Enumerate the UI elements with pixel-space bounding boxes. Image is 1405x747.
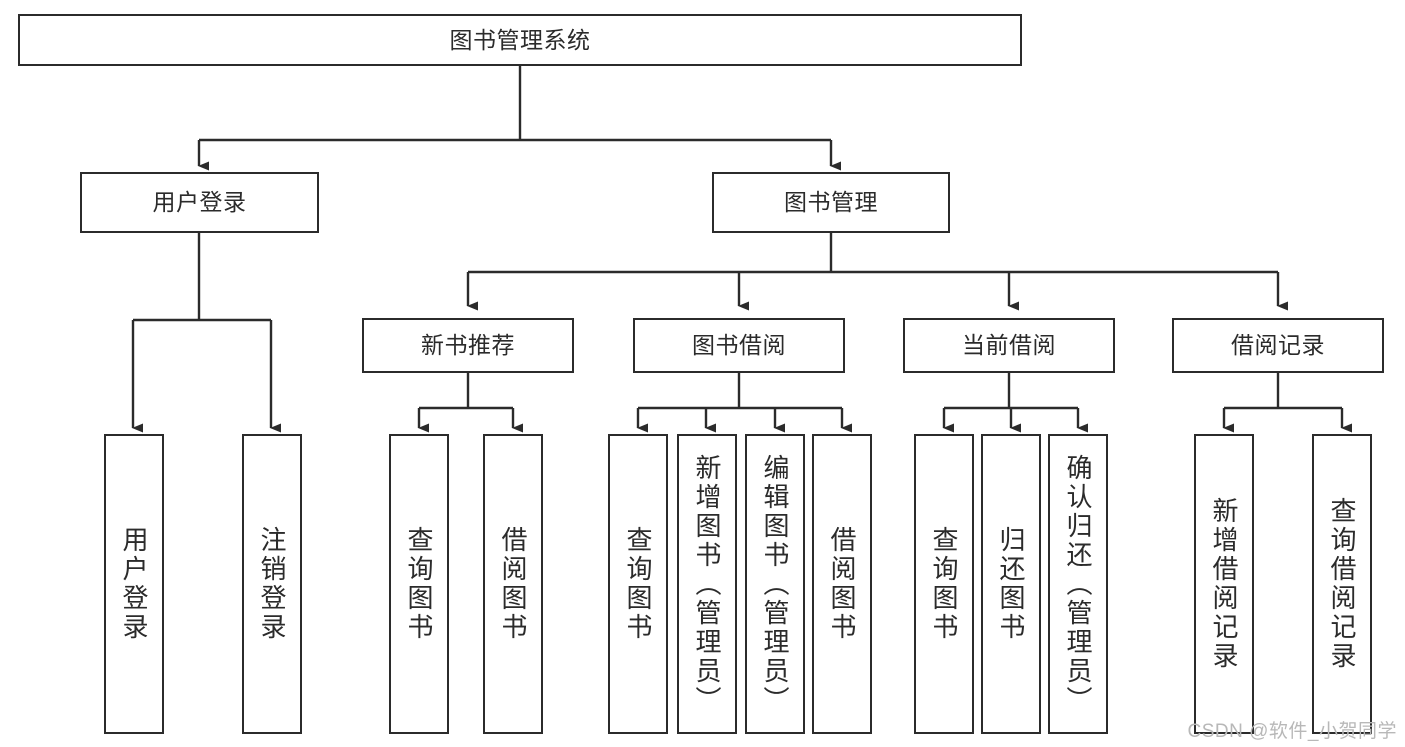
leaf-borrow-book-recommend[interactable]: 借阅图书	[483, 434, 543, 734]
node-book-borrow[interactable]: 图书借阅	[633, 318, 845, 373]
node-label: 新增借阅记录	[1209, 497, 1240, 671]
node-label: 确认归还（管理员）	[1063, 453, 1094, 715]
leaf-return-book[interactable]: 归还图书	[981, 434, 1041, 734]
node-label: 归还图书	[996, 526, 1027, 642]
watermark: CSDN @软件_小贺同学	[1187, 721, 1397, 742]
node-label: 查询图书	[929, 526, 960, 642]
node-current-borrow[interactable]: 当前借阅	[903, 318, 1115, 373]
node-label: 注销登录	[257, 526, 288, 642]
node-label: 图书管理系统	[449, 26, 591, 53]
node-label: 用户登录	[152, 189, 247, 216]
node-label: 用户登录	[119, 526, 150, 642]
node-label: 查询图书	[404, 526, 435, 642]
leaf-add-borrow-record[interactable]: 新增借阅记录	[1194, 434, 1254, 734]
node-label: 借阅图书	[498, 526, 529, 642]
node-new-book-recommend[interactable]: 新书推荐	[362, 318, 574, 373]
node-borrow-record[interactable]: 借阅记录	[1172, 318, 1384, 373]
node-label: 新书推荐	[421, 332, 515, 359]
node-user-login[interactable]: 用户登录	[80, 172, 319, 233]
node-label: 新增图书（管理员）	[692, 453, 723, 715]
node-root-system[interactable]: 图书管理系统	[18, 14, 1022, 66]
leaf-query-book-current[interactable]: 查询图书	[914, 434, 974, 734]
leaf-logout[interactable]: 注销登录	[242, 434, 302, 734]
node-label: 当前借阅	[962, 332, 1056, 359]
leaf-query-book-borrow[interactable]: 查询图书	[608, 434, 668, 734]
leaf-query-borrow-record[interactable]: 查询借阅记录	[1312, 434, 1372, 734]
leaf-user-login[interactable]: 用户登录	[104, 434, 164, 734]
node-label: 借阅记录	[1231, 332, 1325, 359]
node-label: 查询借阅记录	[1327, 497, 1358, 671]
node-label: 图书借阅	[692, 332, 786, 359]
leaf-edit-book-admin[interactable]: 编辑图书（管理员）	[745, 434, 805, 734]
node-book-management[interactable]: 图书管理	[712, 172, 950, 233]
leaf-add-book-admin[interactable]: 新增图书（管理员）	[677, 434, 737, 734]
node-label: 图书管理	[784, 189, 878, 216]
leaf-borrow-book[interactable]: 借阅图书	[812, 434, 872, 734]
node-label: 编辑图书（管理员）	[760, 453, 791, 715]
node-label: 查询图书	[623, 526, 654, 642]
leaf-confirm-return-admin[interactable]: 确认归还（管理员）	[1048, 434, 1108, 734]
leaf-query-book-recommend[interactable]: 查询图书	[389, 434, 449, 734]
node-label: 借阅图书	[827, 526, 858, 642]
